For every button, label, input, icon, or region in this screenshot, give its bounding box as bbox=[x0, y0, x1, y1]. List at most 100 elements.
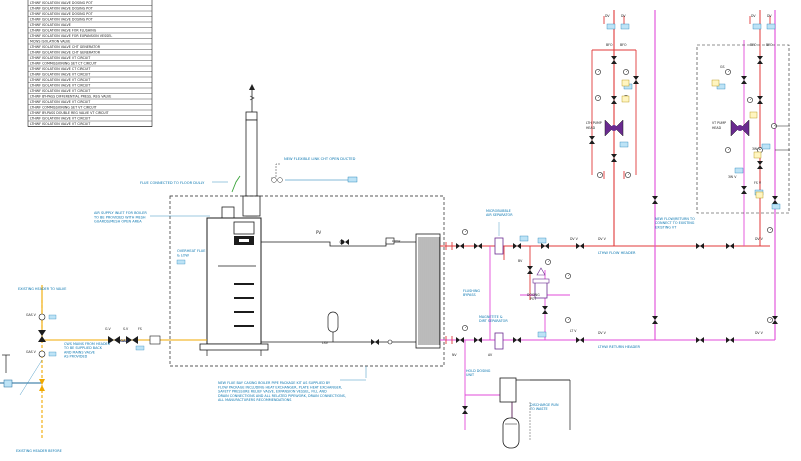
svg-text:NV: NV bbox=[452, 353, 457, 357]
svg-text:BFO: BFO bbox=[620, 43, 627, 47]
valve-schedule-row: LTHWF ISOLATION VALVE VT CIRCUIT bbox=[30, 89, 91, 93]
svg-text:VT PUMP: VT PUMP bbox=[712, 121, 726, 125]
svg-text:LSV: LSV bbox=[322, 341, 329, 345]
svg-text:DV V: DV V bbox=[755, 237, 764, 241]
svg-text:DISCHARGE RUN TO WASTE: DISCHARGE RUN TO WASTE bbox=[529, 403, 560, 411]
boiler-unit bbox=[199, 217, 269, 356]
valve-schedule-row: LTHWF ISOLATION VALVE DOSING POT bbox=[30, 12, 94, 16]
gas-annotations: EXISTING HEADER TO VALVE EXISTING HEADER… bbox=[16, 287, 111, 453]
valve-schedule-row: LTHWF ISOLATION VALVE CT CIRCUIT bbox=[30, 67, 91, 71]
svg-text:FS V: FS V bbox=[754, 181, 762, 185]
svg-text:GS: GS bbox=[720, 65, 725, 69]
svg-text:DV V: DV V bbox=[598, 237, 607, 241]
microbubble-air-separator: MICROBUBBLE AIR SEPARATOR bbox=[486, 209, 513, 255]
svg-text:PV: PV bbox=[316, 230, 321, 235]
valve-schedule-row: MCWS ISOLATION VALVE bbox=[30, 40, 70, 44]
valve-schedule-row: LTHWF ISOLATION VALVE VT CIRCUIT bbox=[30, 122, 91, 126]
bottom-note-text: NEW FLUE BAY CASING BOILER PIPE PACKAGE … bbox=[218, 381, 347, 402]
svg-text:DOSING: DOSING bbox=[527, 293, 540, 297]
discharge-tank: DISCHARGE RUN TO WASTE HOLD DOSING UNIT bbox=[466, 369, 560, 449]
valve-schedule-row: LTHWF ISOLATION VALVE VT CIRCUIT bbox=[30, 73, 91, 77]
magnetite-dirt-separator: MAGNETITE & DIRT SEPARATOR bbox=[479, 315, 508, 350]
svg-text:HEAD: HEAD bbox=[586, 126, 596, 130]
valve-schedule-row: LTHWF ISOLATION VALVE VT CIRCUIT bbox=[30, 84, 91, 88]
svg-text:DV: DV bbox=[767, 14, 772, 18]
svg-text:FS: FS bbox=[138, 327, 142, 331]
svg-text:BFO: BFO bbox=[606, 43, 613, 47]
valve-schedule-row: LTHWF COMMISSIONING SET CT CIRCUIT bbox=[30, 62, 98, 66]
valve-schedule-row: LTHWF BY-PASS DIFFERENTIAL PRESS. REG VA… bbox=[30, 95, 111, 99]
svg-text:NEW FLOW/RETURN TO CONNE: NEW FLOW/RETURN TO CONNECT TO EXISTING E… bbox=[655, 217, 696, 229]
svg-text:LTHW: LTHW bbox=[392, 239, 400, 243]
circulating-pump-right: VT PUMP HEAD bbox=[712, 119, 750, 137]
boiler-internal-pipework: PV LSV LTHW bbox=[261, 230, 420, 345]
new-flue-label: NEW FLEXIBLE LINK CHT OPEN DUCTED bbox=[284, 157, 356, 161]
svg-text:DV V: DV V bbox=[570, 237, 579, 241]
magnetite-label: MAGNETITE & DIRT SEPARATOR bbox=[479, 315, 508, 323]
svg-text:POT: POT bbox=[530, 297, 536, 301]
return-header-label: LTHW RETURN HEADER bbox=[598, 345, 640, 349]
flue-stack bbox=[242, 84, 261, 217]
overheat-label: OVERHEAT FLUE & LOW bbox=[177, 249, 207, 257]
valve-schedule-row: LTHWF ISOLATION VALVE VT CIRCUIT bbox=[30, 78, 91, 82]
svg-text:DV: DV bbox=[605, 14, 610, 18]
svg-text:G.V: G.V bbox=[105, 327, 111, 331]
plate-heat-exchanger bbox=[415, 233, 441, 349]
svg-text:3W V: 3W V bbox=[728, 175, 737, 179]
right-side-elements: DV DV DV DV BFO BFO BFO BFO GS 3W V 3W V FS V DV V DV… bbox=[452, 14, 790, 440]
svg-text:GAS V: GAS V bbox=[26, 313, 37, 317]
vt-circuit-panel bbox=[696, 44, 790, 214]
dosing-pot: DOSING POT bbox=[527, 267, 550, 301]
valve-schedule-row: LTHWF ISOLATION VALVE FOR EXPANSION VESS… bbox=[30, 34, 112, 38]
svg-text:DV V: DV V bbox=[598, 331, 607, 335]
existing-header-bottom-label: EXISTING HEADER BEFORE bbox=[16, 449, 62, 453]
lthw-flow-pipework bbox=[440, 10, 770, 300]
svg-text:HOLD DOSING UNIT: HOLD DOSING UNIT bbox=[466, 369, 491, 377]
svg-text:DV: DV bbox=[751, 14, 756, 18]
valve-schedule-row: LTHWF ISOLATION VALVE FOR FLUSHING bbox=[30, 29, 97, 33]
microbubble-label: MICROBUBBLE AIR SEPARATOR bbox=[486, 209, 513, 217]
valve-schedule-row: LTHWF BY-PASS DOUBLE REG VALVE VT CIRCUI… bbox=[30, 111, 110, 115]
valve-schedule-row: LTHWF ISOLATION VALVE VT CIRCUIT bbox=[30, 100, 91, 104]
svg-text:HEAD: HEAD bbox=[712, 126, 722, 130]
boiler-package-enclosure bbox=[169, 195, 445, 367]
svg-text:LT V: LT V bbox=[570, 329, 577, 333]
svg-text:LTH PUMP: LTH PUMP bbox=[586, 121, 602, 125]
overheat-annotation: OVERHEAT FLUE & LOW bbox=[176, 249, 207, 265]
svg-text:FLUSHING BYPASS: FLUSHING BYPASS bbox=[463, 289, 481, 297]
isolation-valves bbox=[341, 56, 778, 414]
flue-floor-label: FLUE CONNECTED TO FLOOR DULLY bbox=[140, 181, 205, 185]
svg-text:BV: BV bbox=[518, 259, 523, 263]
pipe-tee-markers bbox=[445, 16, 771, 344]
flow-header-label: LTHW FLOW HEADER bbox=[598, 251, 636, 255]
svg-text:S.V: S.V bbox=[123, 327, 129, 331]
valve-schedule-row: LTHWF ISOLATION VALVE bbox=[30, 23, 71, 27]
svg-text:BFO: BFO bbox=[750, 43, 757, 47]
existing-header-top-label: EXISTING HEADER TO VALVE bbox=[18, 287, 66, 291]
svg-text:AV: AV bbox=[488, 353, 493, 357]
lthw-return-pipework bbox=[440, 10, 776, 430]
new-flow-return-annotation: NEW FLOW/RETURN TO CONNECT TO EXISTING E… bbox=[655, 217, 696, 229]
valve-schedule-row: LTHWF ISOLATION VALVE VT CIRCUIT bbox=[30, 117, 91, 121]
valve-schedule-row: LTHWF ISOLATION VALVE DOSING POT bbox=[30, 1, 94, 5]
gas-supply-line: GAS G.V S.V FS GAS V GAS V bbox=[0, 285, 207, 440]
gas-tag: GAS bbox=[120, 339, 129, 343]
gauges bbox=[462, 69, 777, 331]
air-supply-annotation: AIR SUPPLY INLET FOR BOILER TO BE PROVID… bbox=[93, 206, 235, 224]
svg-text:DV V: DV V bbox=[755, 331, 764, 335]
bottom-note: NEW FLUE BAY CASING BOILER PIPE PACKAGE … bbox=[218, 366, 367, 402]
svg-text:DV: DV bbox=[621, 14, 626, 18]
svg-text:3W V: 3W V bbox=[752, 147, 761, 151]
flue-annotation: NEW FLEXIBLE LINK CHT OPEN DUCTED FLUE C… bbox=[140, 157, 358, 193]
cws-label: CWS MAINS FROM HEADER TO BE SUPPLIED BAC… bbox=[63, 342, 111, 359]
valve-schedule-row: LTHWF ISOLATION VALVE CHT GENERATOR bbox=[30, 45, 101, 49]
valve-schedule-row: LTHWF ISOLATION VALVE CHT GENERATOR bbox=[30, 51, 101, 55]
svg-text:BFO: BFO bbox=[766, 43, 773, 47]
valve-schedule-row: LTHWF ISOLATION VALVE DOSING POT bbox=[30, 18, 94, 22]
valve-schedule-row: LTHWF COMMISSIONING SET VT CIRCUIT bbox=[30, 106, 98, 110]
air-supply-label: AIR SUPPLY INLET FOR BOILER TO BE PROVID… bbox=[93, 211, 148, 224]
valve-schedule-row: LTHWF ISOLATION VALVE VT CIRCUIT bbox=[30, 56, 91, 60]
flushing-bypass: FLUSHING BYPASS bbox=[463, 289, 481, 297]
